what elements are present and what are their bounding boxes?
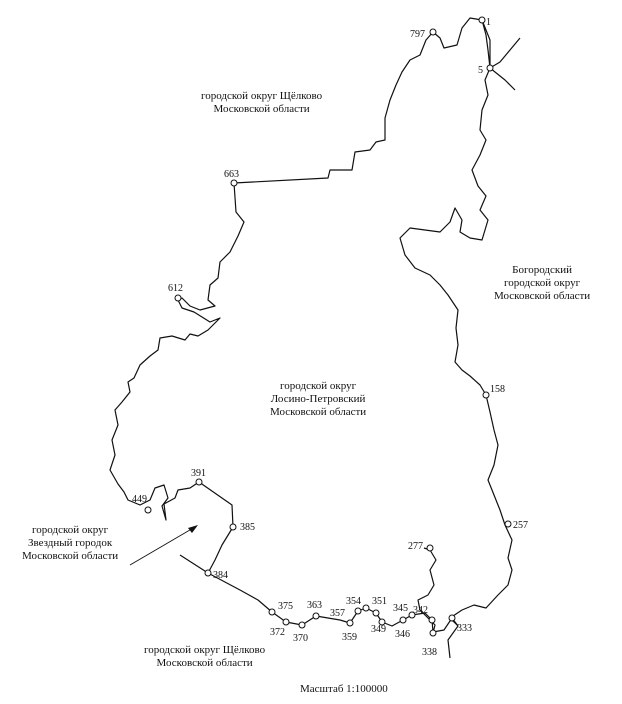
point-label: 158 <box>490 384 505 395</box>
point-marker-612 <box>174 294 182 302</box>
point-label: 1 <box>486 17 491 28</box>
point-marker-338 <box>429 629 437 637</box>
point-marker-357 <box>354 607 362 615</box>
point-marker-797 <box>429 28 437 36</box>
point-label: 449 <box>132 494 147 505</box>
point-marker-345 <box>399 616 407 624</box>
region-label-line: Московской области <box>270 406 367 418</box>
point-marker-1 <box>478 16 486 24</box>
point-label: 612 <box>168 283 183 294</box>
region-label-line: Звездный городок <box>27 537 113 549</box>
point-label: 375 <box>278 601 293 612</box>
point-label: 277 <box>408 541 423 552</box>
point-marker-449 <box>144 506 152 514</box>
region-label-shchelkovo-north: городской округ Щёлково Московской облас… <box>201 90 322 116</box>
point-marker-333 <box>448 614 456 622</box>
scale-label: Масштаб 1:100000 <box>300 683 388 695</box>
region-label-line: городской округ Щёлково <box>144 644 266 656</box>
point-label: 346 <box>395 629 410 640</box>
point-marker-391 <box>195 478 203 486</box>
region-label-line: Московской области <box>156 657 253 669</box>
region-label-zvezdny: городской округ Звездный городок Московс… <box>22 524 118 563</box>
point-marker-5 <box>486 64 494 72</box>
point-marker-385 <box>229 523 237 531</box>
point-marker-370 <box>298 621 306 629</box>
region-label-line: Богородский <box>512 264 572 276</box>
region-label-line: городской округ <box>280 380 357 392</box>
point-marker-359 <box>346 619 354 627</box>
point-label: 370 <box>293 633 308 644</box>
point-label: 357 <box>330 608 345 619</box>
point-label: 797 <box>410 29 425 40</box>
region-label-shchelkovo-south: городской округ Щёлково Московской облас… <box>144 644 265 670</box>
point-markers <box>144 16 512 637</box>
point-marker-663 <box>230 179 238 187</box>
point-marker-349 <box>372 609 380 617</box>
point-label: 354 <box>346 596 361 607</box>
point-label: 663 <box>224 169 239 180</box>
point-label: 345 <box>393 603 408 614</box>
point-label: 391 <box>191 468 206 479</box>
point-marker-372 <box>282 618 290 626</box>
point-marker-363 <box>312 612 320 620</box>
point-label: 351 <box>372 596 387 607</box>
point-label: 385 <box>240 522 255 533</box>
region-label-bogorodsky: Богородский городской округ Московской о… <box>494 264 590 303</box>
point-label: 384 <box>213 570 228 581</box>
point-label: 338 <box>422 647 437 658</box>
region-label-line: Московской области <box>22 550 119 562</box>
point-label: 257 <box>513 520 528 531</box>
region-label-line: городской округ <box>32 524 109 536</box>
point-label: 342 <box>413 605 428 616</box>
region-label-line: Лосино-Петровский <box>270 393 366 405</box>
point-marker-158 <box>482 391 490 399</box>
point-label: 359 <box>342 632 357 643</box>
region-label-line: Московской области <box>213 103 310 115</box>
region-label-line: Московской области <box>494 290 591 302</box>
region-label-line: городской округ Щёлково <box>201 90 323 102</box>
region-label-losino: городской округ Лосино-Петровский Москов… <box>270 380 366 419</box>
arrow-head <box>188 525 198 533</box>
point-marker-375 <box>268 608 276 616</box>
point-marker-257 <box>504 520 512 528</box>
point-marker-354 <box>362 604 370 612</box>
point-label: 333 <box>457 623 472 634</box>
point-marker-346 <box>408 611 416 619</box>
point-label: 363 <box>307 600 322 611</box>
point-labels: 1 5 797 663 612 158 257 277 449 391 385 … <box>132 17 528 658</box>
arrow-line <box>129 526 196 566</box>
point-label: 372 <box>270 627 285 638</box>
point-label: 5 <box>478 65 483 76</box>
region-label-line: городской округ <box>504 277 581 289</box>
point-marker-351 <box>378 618 386 626</box>
point-marker-342 <box>428 616 436 624</box>
point-marker-277 <box>426 544 434 552</box>
point-marker-384 <box>204 569 212 577</box>
point-label: 349 <box>371 624 386 635</box>
